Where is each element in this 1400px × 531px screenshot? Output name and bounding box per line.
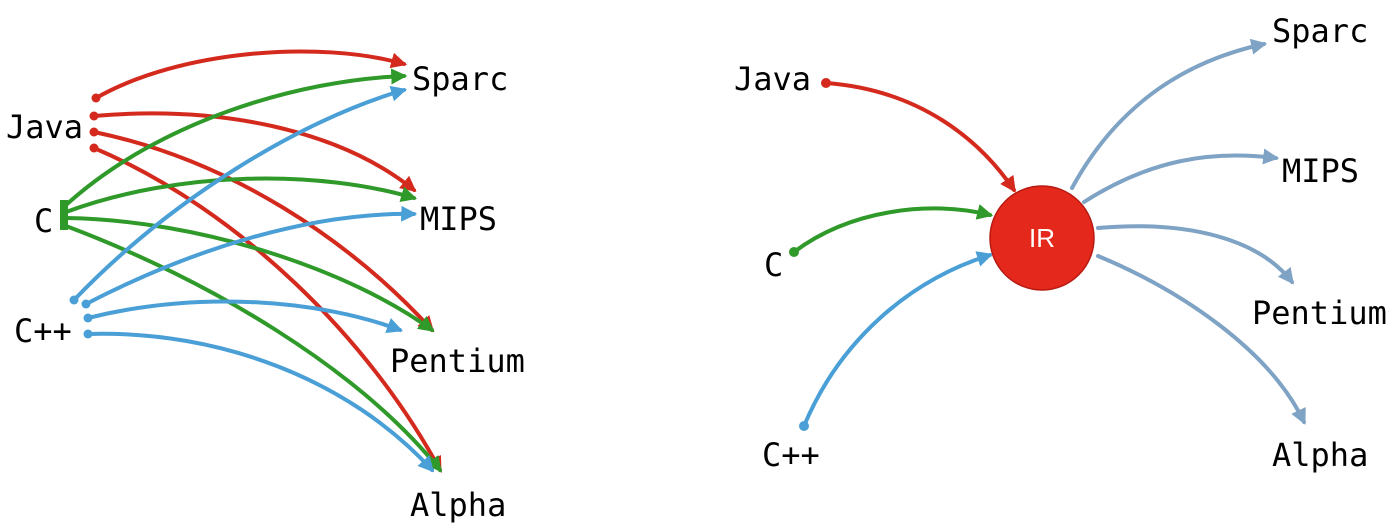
edge-c-pentium	[64, 216, 435, 332]
ir-node	[989, 185, 1095, 291]
right-source-c: C	[764, 246, 783, 284]
left-target-pentium: Pentium	[390, 342, 525, 380]
left-source-dots	[60, 93, 101, 339]
left-diagram: Java C C++ Sparc MIPS Pentium Alpha	[6, 49, 525, 524]
edge-java-mips	[92, 111, 417, 193]
right-diagram: IR Java C C++ Sparc MIPS Pentium Alpha	[734, 12, 1387, 474]
left-edges	[64, 49, 443, 473]
left-source-cpp: C++	[14, 312, 72, 350]
left-target-alpha: Alpha	[410, 486, 506, 524]
right-target-alpha: Alpha	[1272, 436, 1368, 474]
edge-c-mips	[64, 176, 418, 214]
edge-cpp-alpha	[86, 331, 435, 473]
edge-cpp-mips	[84, 205, 418, 306]
right-source-dots	[789, 78, 831, 431]
edge-java-ir	[824, 81, 1016, 193]
edge-ir-sparc	[1070, 38, 1268, 190]
right-target-pentium: Pentium	[1252, 294, 1387, 332]
right-edges	[792, 38, 1306, 428]
right-target-mips: MIPS	[1282, 152, 1359, 190]
left-target-mips: MIPS	[420, 200, 497, 238]
left-source-labels: Java C C++	[6, 108, 83, 350]
edge-java-alpha	[92, 146, 442, 473]
ir-label: IR	[1029, 223, 1055, 253]
right-source-java: Java	[734, 60, 811, 98]
edge-cpp-pentium	[86, 299, 403, 334]
right-source-cpp: C++	[762, 436, 820, 474]
left-target-labels: Sparc MIPS Pentium Alpha	[390, 60, 525, 524]
edge-ir-alpha	[1096, 254, 1306, 425]
edge-ir-pentium	[1096, 224, 1294, 285]
right-source-labels: Java C C++	[734, 60, 820, 474]
edge-c-ir	[792, 204, 994, 254]
edge-c-sparc	[64, 68, 408, 207]
left-source-java: Java	[6, 108, 83, 146]
edge-c-alpha	[64, 224, 443, 473]
left-source-c: C	[34, 202, 53, 240]
edge-cpp-ir	[802, 251, 994, 428]
edge-ir-mips	[1082, 148, 1280, 204]
ir-hub: IR	[989, 185, 1095, 291]
edge-cpp-sparc	[72, 85, 408, 302]
edge-java-sparc	[94, 49, 408, 100]
right-target-labels: Sparc MIPS Pentium Alpha	[1252, 12, 1387, 474]
right-target-sparc: Sparc	[1272, 12, 1368, 50]
left-target-sparc: Sparc	[412, 60, 508, 98]
